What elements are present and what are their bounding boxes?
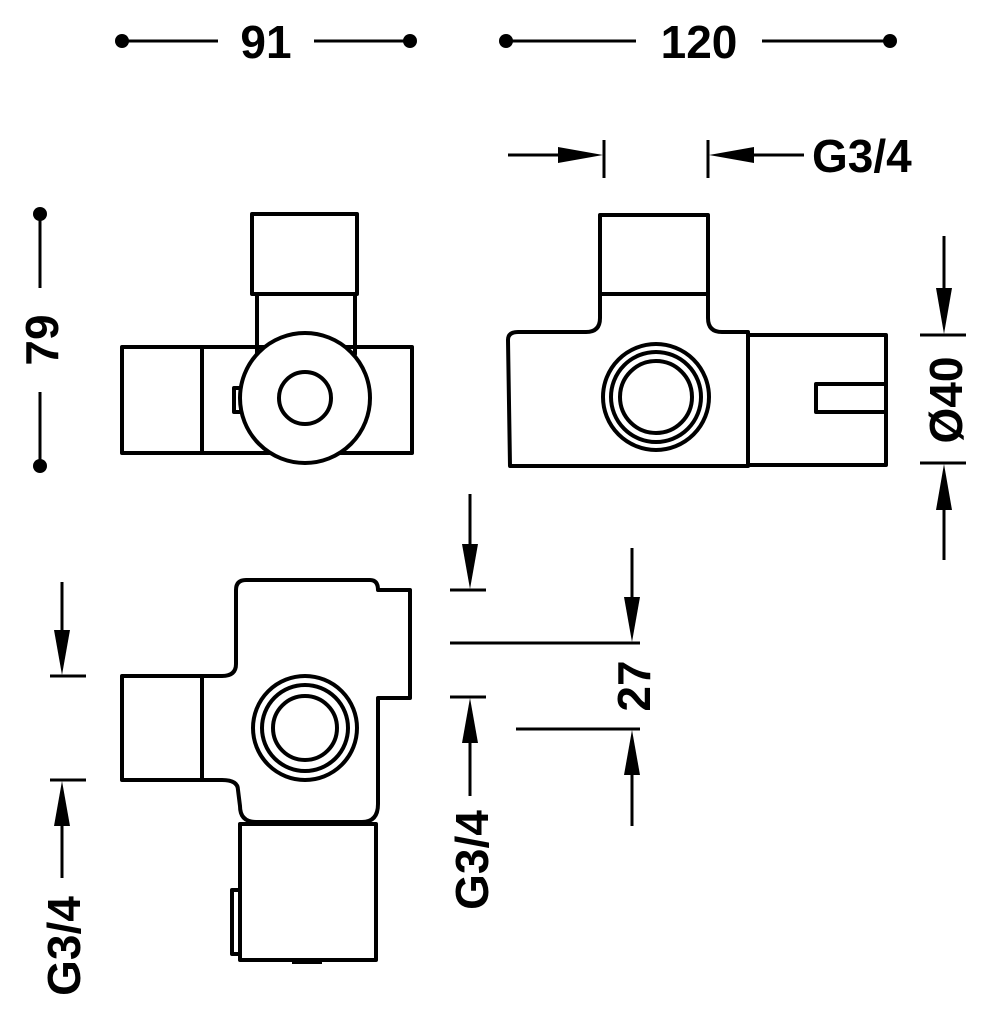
dimension-offset-label: 27 <box>608 660 660 711</box>
dimension-bottom-thread-center-label: G3/4 <box>446 810 498 910</box>
dimension-bottom-thread-left: G3/4 <box>38 582 90 996</box>
dimension-side-thread: G3/4 <box>508 130 912 182</box>
dimension-side-thread-label: G3/4 <box>812 130 912 182</box>
dimension-diameter-label: Ø40 <box>920 357 972 444</box>
dimension-offset: 27 <box>450 548 660 826</box>
dimension-front-width-label: 91 <box>240 16 291 68</box>
bottom-view <box>120 578 412 964</box>
side-view <box>506 213 888 468</box>
dimension-bottom-thread-center: G3/4 <box>446 494 498 910</box>
dimension-height: 79 <box>16 207 68 473</box>
dimension-height-label: 79 <box>16 314 68 365</box>
front-view <box>120 212 414 465</box>
dimension-bottom-thread-left-label: G3/4 <box>38 896 90 996</box>
dimension-diameter: Ø40 <box>920 236 972 560</box>
dimension-front-width: 91 <box>115 16 417 68</box>
dimension-side-width-label: 120 <box>661 16 738 68</box>
dimension-side-width: 120 <box>499 16 897 68</box>
